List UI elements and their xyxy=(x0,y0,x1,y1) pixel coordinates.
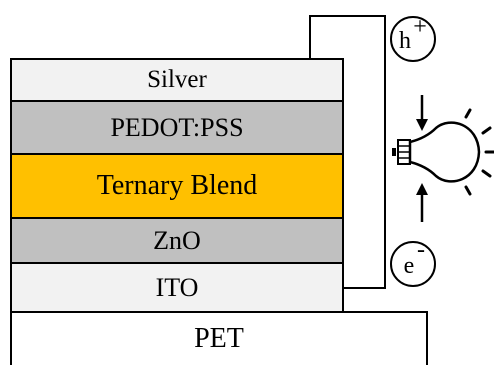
hole-charge: + xyxy=(413,14,427,40)
layer-ternary-blend-label: Ternary Blend xyxy=(96,170,258,201)
svg-text:h: h xyxy=(399,28,411,54)
electron-circle xyxy=(390,241,436,287)
layer-pet-label: PET xyxy=(194,323,244,354)
lightbulb-icon xyxy=(392,121,481,183)
hole-label: h xyxy=(399,28,411,54)
layer-ternary-blend: Ternary Blend xyxy=(10,153,344,219)
light-rays-icon xyxy=(464,108,494,196)
layer-pedot-pss-label: PEDOT:PSS xyxy=(110,112,244,142)
electron-charge: - xyxy=(417,237,425,263)
layer-zno: ZnO xyxy=(10,217,344,264)
electron-label: e xyxy=(404,253,415,279)
hole-arrow-icon xyxy=(416,95,428,131)
circuit-wire xyxy=(309,15,386,289)
layer-silver: Silver xyxy=(10,58,344,102)
layer-pet: PET xyxy=(10,311,428,365)
layer-ito-label: ITO xyxy=(155,272,199,302)
layer-ito: ITO xyxy=(10,262,344,313)
layer-zno-label: ZnO xyxy=(153,225,201,255)
electron-arrow-icon xyxy=(416,183,428,222)
hole-circle xyxy=(390,16,436,62)
layer-silver-label: Silver xyxy=(147,66,207,93)
